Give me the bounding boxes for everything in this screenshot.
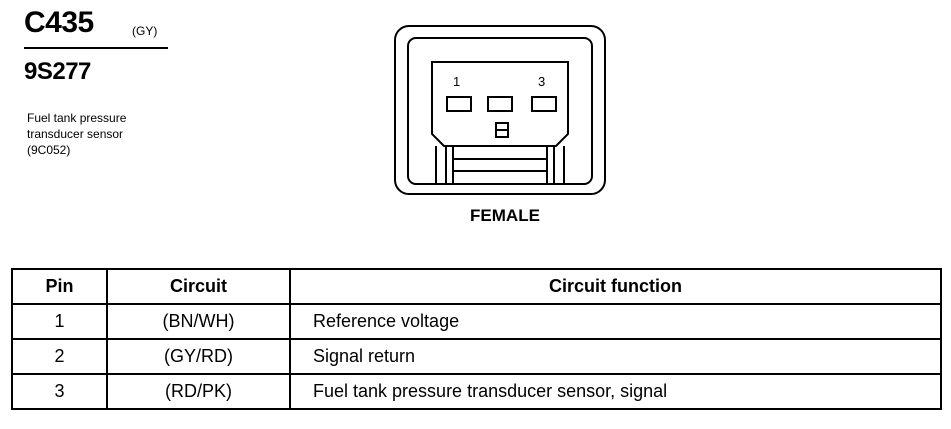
cell-function: Signal return — [289, 338, 942, 375]
cell-function: Reference voltage — [289, 303, 942, 340]
header-circuit: Circuit — [106, 268, 291, 305]
locking-tab — [452, 145, 548, 185]
cell-circuit: (RD/PK) — [106, 373, 291, 410]
description-line: (9C052) — [27, 143, 71, 157]
pin-label-3: 3 — [538, 74, 545, 89]
table-row: 2 (GY/RD) Signal return — [11, 338, 942, 375]
cell-circuit: (BN/WH) — [106, 303, 291, 340]
header-pin: Pin — [11, 268, 108, 305]
description-line: Fuel tank pressure — [27, 111, 127, 125]
connector-color-code: (GY) — [132, 24, 158, 38]
connector-description: Fuel tank pressure transducer sensor (9C… — [27, 110, 207, 158]
terminal-slot-1 — [446, 96, 472, 112]
connector-terminal-cavity-outline — [431, 61, 569, 147]
terminal-slot-2 — [487, 96, 513, 112]
pinout-table: Pin Circuit Circuit function 1 (BN/WH) R… — [11, 268, 942, 410]
table-header-row: Pin Circuit Circuit function — [11, 268, 942, 305]
header-circuit-function: Circuit function — [289, 268, 942, 305]
table-row: 3 (RD/PK) Fuel tank pressure transducer … — [11, 373, 942, 410]
connector-face-diagram: 1 3 — [394, 25, 606, 195]
cell-circuit: (GY/RD) — [106, 338, 291, 375]
description-line: transducer sensor — [27, 127, 124, 141]
cell-pin: 1 — [11, 303, 108, 340]
connector-gender-label: FEMALE — [470, 206, 540, 225]
pin-label-1: 1 — [453, 74, 460, 89]
cell-pin: 3 — [11, 373, 108, 410]
terminal-slot-3 — [531, 96, 557, 112]
table-row: 1 (BN/WH) Reference voltage — [11, 303, 942, 340]
connector-id-underline — [24, 47, 168, 49]
connector-part-number: 9S277 — [24, 58, 91, 85]
cell-pin: 2 — [11, 338, 108, 375]
connector-id: C435 — [24, 6, 94, 39]
connector-outer-housing — [394, 25, 606, 195]
cell-function: Fuel tank pressure transducer sensor, si… — [289, 373, 942, 410]
